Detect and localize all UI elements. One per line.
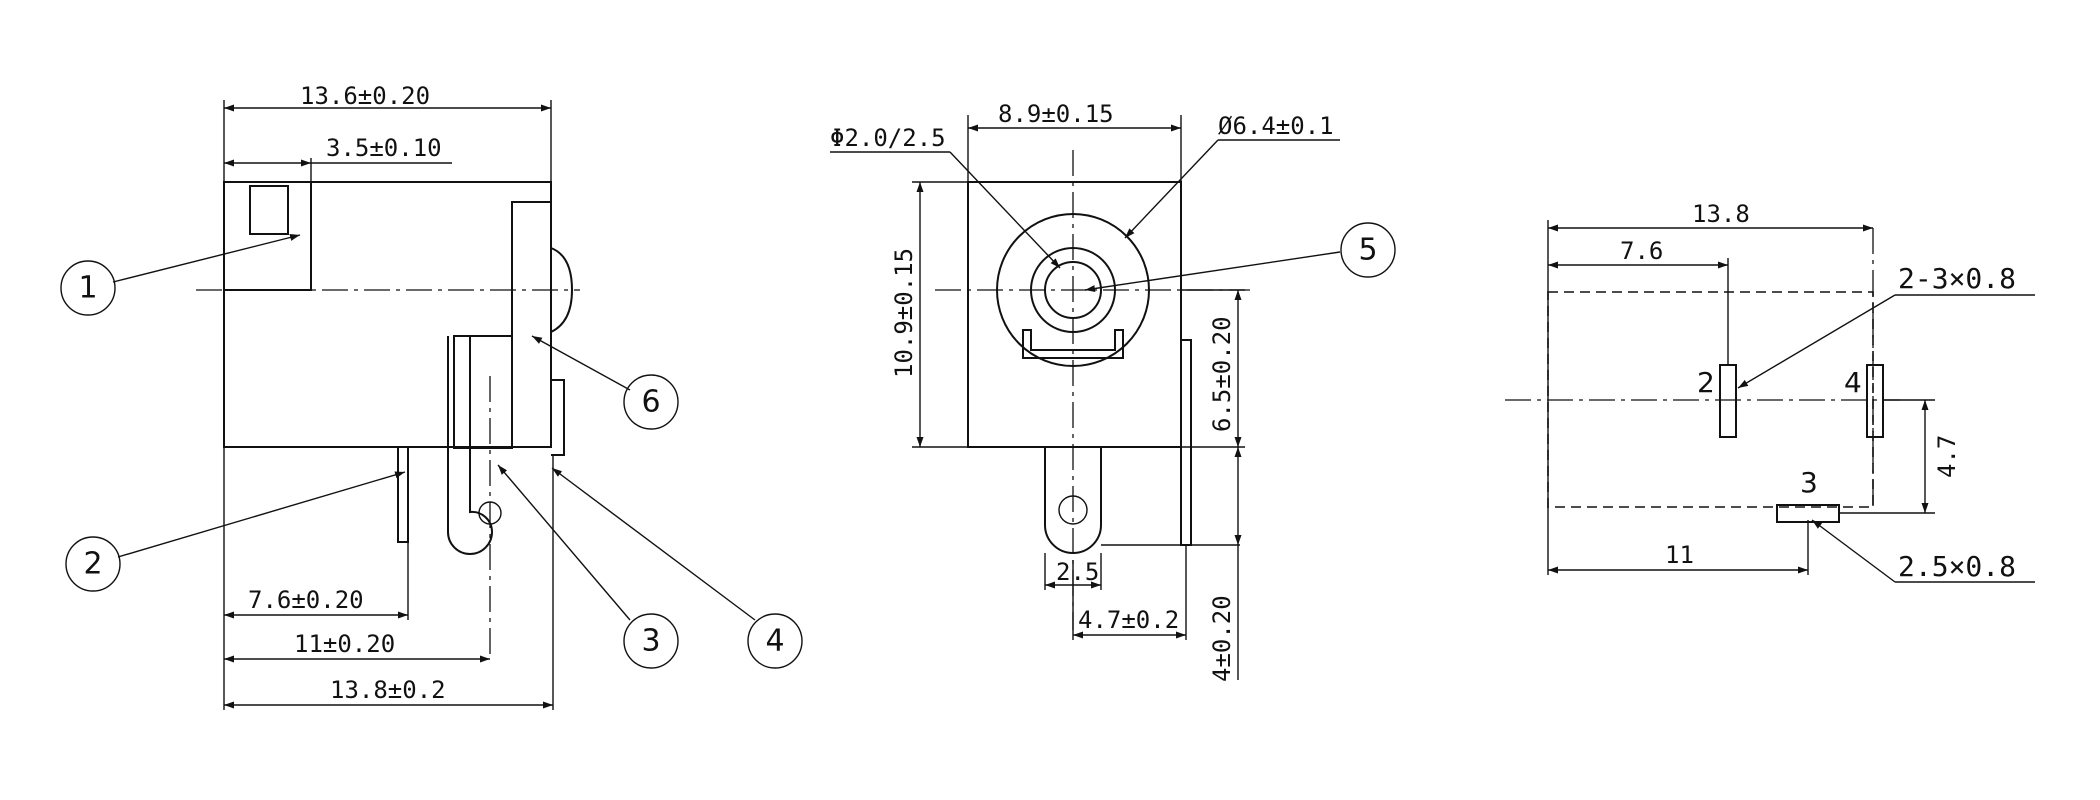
- pin-label-4: 4: [1844, 366, 1862, 399]
- dim-lead-offset: 4.7±0.2: [1078, 606, 1179, 634]
- slot-pin4: [1866, 364, 1884, 438]
- dim-tab-width: 2.5: [1056, 558, 1099, 586]
- callout-2-label: 2: [83, 547, 102, 582]
- leader-4: [551, 467, 756, 621]
- dim-pin1-width: 3.5±0.10: [326, 134, 442, 162]
- callout-4: [747, 613, 803, 669]
- front-bump: [550, 247, 574, 333]
- dim-outer-diameter: Ø6.4±0.1: [1218, 112, 1334, 140]
- leader-3: [497, 464, 631, 621]
- callout-3-label: 3: [641, 624, 660, 659]
- dim-lead-length: 4±0.20: [1208, 595, 1236, 682]
- front-lead-stub: [551, 379, 565, 456]
- dim-center-height: 6.5±0.20: [1208, 316, 1236, 432]
- callout-5: [1340, 222, 1396, 278]
- pin2-lead: [397, 446, 409, 543]
- leader-1: [112, 234, 301, 283]
- center-lead-housing: [453, 335, 513, 449]
- dim-pin-diameter: Φ2.0/2.5: [830, 124, 946, 152]
- dim-slot-top: 2-3×0.8: [1898, 262, 2016, 295]
- dim-pin3-offset: 11±0.20: [294, 630, 395, 658]
- dim-fp-pin3: 11: [1665, 541, 1694, 569]
- pin1-slot: [249, 185, 289, 235]
- side-view: 13.6±0.20 3.5±0.10 7.6±0.20 11±0.20 13.8…: [60, 82, 803, 710]
- dim-base-length: 13.8±0.2: [330, 676, 446, 704]
- slot-pin2: [1719, 364, 1737, 438]
- callout-1: [60, 260, 116, 316]
- pin-label-3: 3: [1800, 466, 1818, 499]
- front-view: 8.9±0.15 10.9±0.15 6.5±0.20 4±0.20 2.5 4…: [830, 100, 1396, 682]
- front-bottom-slot: [1022, 329, 1124, 359]
- dim-fp-total: 13.8: [1692, 200, 1750, 228]
- callout-5-label: 5: [1358, 233, 1377, 268]
- leader-slot-bottom: [1811, 519, 1896, 583]
- callout-6: [623, 374, 679, 430]
- leader-pin-dia: [949, 151, 1061, 269]
- side-body-outline: [223, 181, 552, 448]
- dim-front-height: 10.9±0.15: [890, 248, 918, 378]
- dim-fp-pin2: 7.6: [1620, 237, 1663, 265]
- dim-pin2-offset: 7.6±0.20: [248, 586, 364, 614]
- leader-slot-top: [1737, 294, 1896, 389]
- pin-label-2: 2: [1697, 366, 1715, 399]
- front-side-lead: [1180, 339, 1192, 546]
- dim-fp-vertical: 4.7: [1933, 435, 1961, 478]
- leader-2: [117, 471, 406, 558]
- callout-1-label: 1: [78, 271, 97, 306]
- front-flange: [511, 201, 552, 448]
- callout-3: [623, 613, 679, 669]
- front-body-outline: [967, 181, 1182, 448]
- leader-5: [1084, 251, 1341, 292]
- footprint-view: 2 4 3 13.8 7.6 11 4.7 2-3×0.8 2.5×0.8: [1505, 200, 2035, 583]
- leader-6: [531, 335, 631, 391]
- callout-4-label: 4: [765, 624, 784, 659]
- leader-outer-dia: [1124, 139, 1219, 239]
- dim-slot-bottom: 2.5×0.8: [1898, 550, 2016, 583]
- dim-overall-width: 13.6±0.20: [300, 82, 430, 110]
- dim-front-width: 8.9±0.15: [998, 100, 1114, 128]
- callout-6-label: 6: [641, 385, 660, 420]
- callout-2: [65, 536, 121, 592]
